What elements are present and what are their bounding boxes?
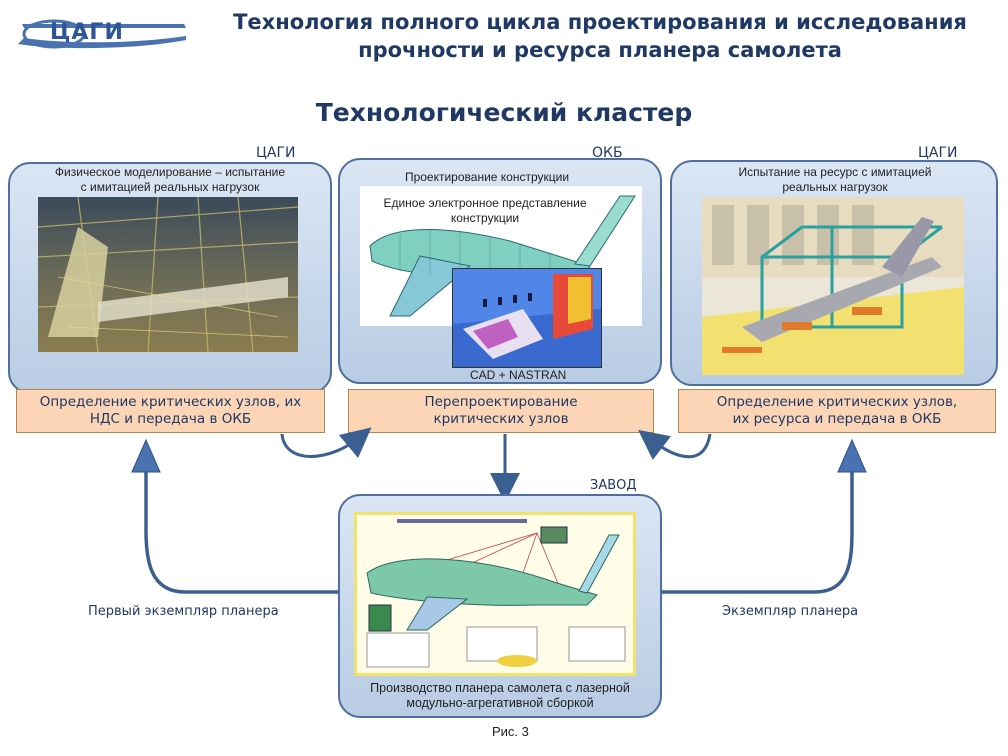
right-caption-line-1: Испытание на ресурс с имитацией: [738, 165, 932, 179]
title-line-2: прочности и ресурса планера самолета: [358, 38, 842, 62]
factory-caption: Производство планера самолета с лазерной…: [345, 681, 655, 711]
airframe-label: Экземпляр планера: [722, 604, 859, 619]
logo-text: ЦАГИ: [50, 20, 124, 45]
fem-analysis-image: [452, 268, 602, 368]
center-caption: Проектирование конструкции: [404, 170, 570, 184]
left-caption: Физическое моделирование – испытание с и…: [20, 165, 320, 195]
center-caption-2: Единое электронное представление констру…: [355, 196, 615, 226]
left-box-line-1: Определение критических узлов, их: [39, 394, 302, 410]
title-line-1: Технология полного цикла проектирования …: [233, 10, 967, 34]
arrow-factory-to-right: [662, 470, 854, 594]
center-caption-2-line-2: конструкции: [450, 211, 520, 225]
fatigue-test-rig-image: [702, 197, 964, 375]
first-airframe-label: Первый экземпляр планера: [88, 604, 279, 619]
cluster-subtitle: Технологический кластер: [315, 98, 693, 127]
arrowhead-right-up: [837, 438, 867, 473]
left-box-line-2: НДС и передача в ОКБ: [89, 411, 252, 427]
factory-caption-line-1: Производство планера самолета с лазерной: [370, 681, 630, 695]
right-org-label: ЦАГИ: [918, 145, 958, 161]
right-caption: Испытание на ресурс с имитацией реальных…: [690, 165, 980, 195]
right-box-line-2: их ресурса и передача в ОКБ: [732, 411, 942, 427]
right-result-box: Определение критических узлов,их ресурса…: [678, 389, 996, 433]
right-caption-line-2: реальных нагрузок: [782, 180, 888, 194]
left-caption-line-1: Физическое моделирование – испытание: [54, 165, 286, 179]
logo: ЦАГИ: [14, 14, 190, 54]
center-org-label: ОКБ: [592, 145, 623, 161]
center-box-line-1: Перепроектирование: [424, 394, 578, 410]
arrow-right-to-center: [638, 429, 712, 461]
center-box-line-2: критических узлов: [433, 411, 569, 427]
page-title: Технология полного цикла проектирования …: [200, 8, 1000, 64]
arrow-left-to-center: [280, 427, 372, 459]
logo-emblem-icon: [18, 19, 186, 49]
hangar-photo: [38, 197, 298, 352]
left-org-label: ЦАГИ: [256, 145, 296, 161]
factory-org-label: ЗАВОД: [590, 478, 637, 493]
factory-caption-line-2: модульно-агрегативной сборкой: [406, 696, 594, 710]
figure-caption: Рис. 3: [492, 724, 529, 739]
arrow-factory-to-left: [144, 470, 338, 594]
assembly-scheme-image: [354, 512, 636, 676]
right-box-line-1: Определение критических узлов,: [716, 394, 958, 410]
left-caption-line-2: с имитацией реальных нагрузок: [80, 180, 260, 194]
center-caption-2-line-1: Единое электронное представление: [383, 196, 587, 210]
cad-label: CAD + NASTRAN: [470, 368, 567, 382]
arrowhead-left-up: [131, 438, 161, 473]
